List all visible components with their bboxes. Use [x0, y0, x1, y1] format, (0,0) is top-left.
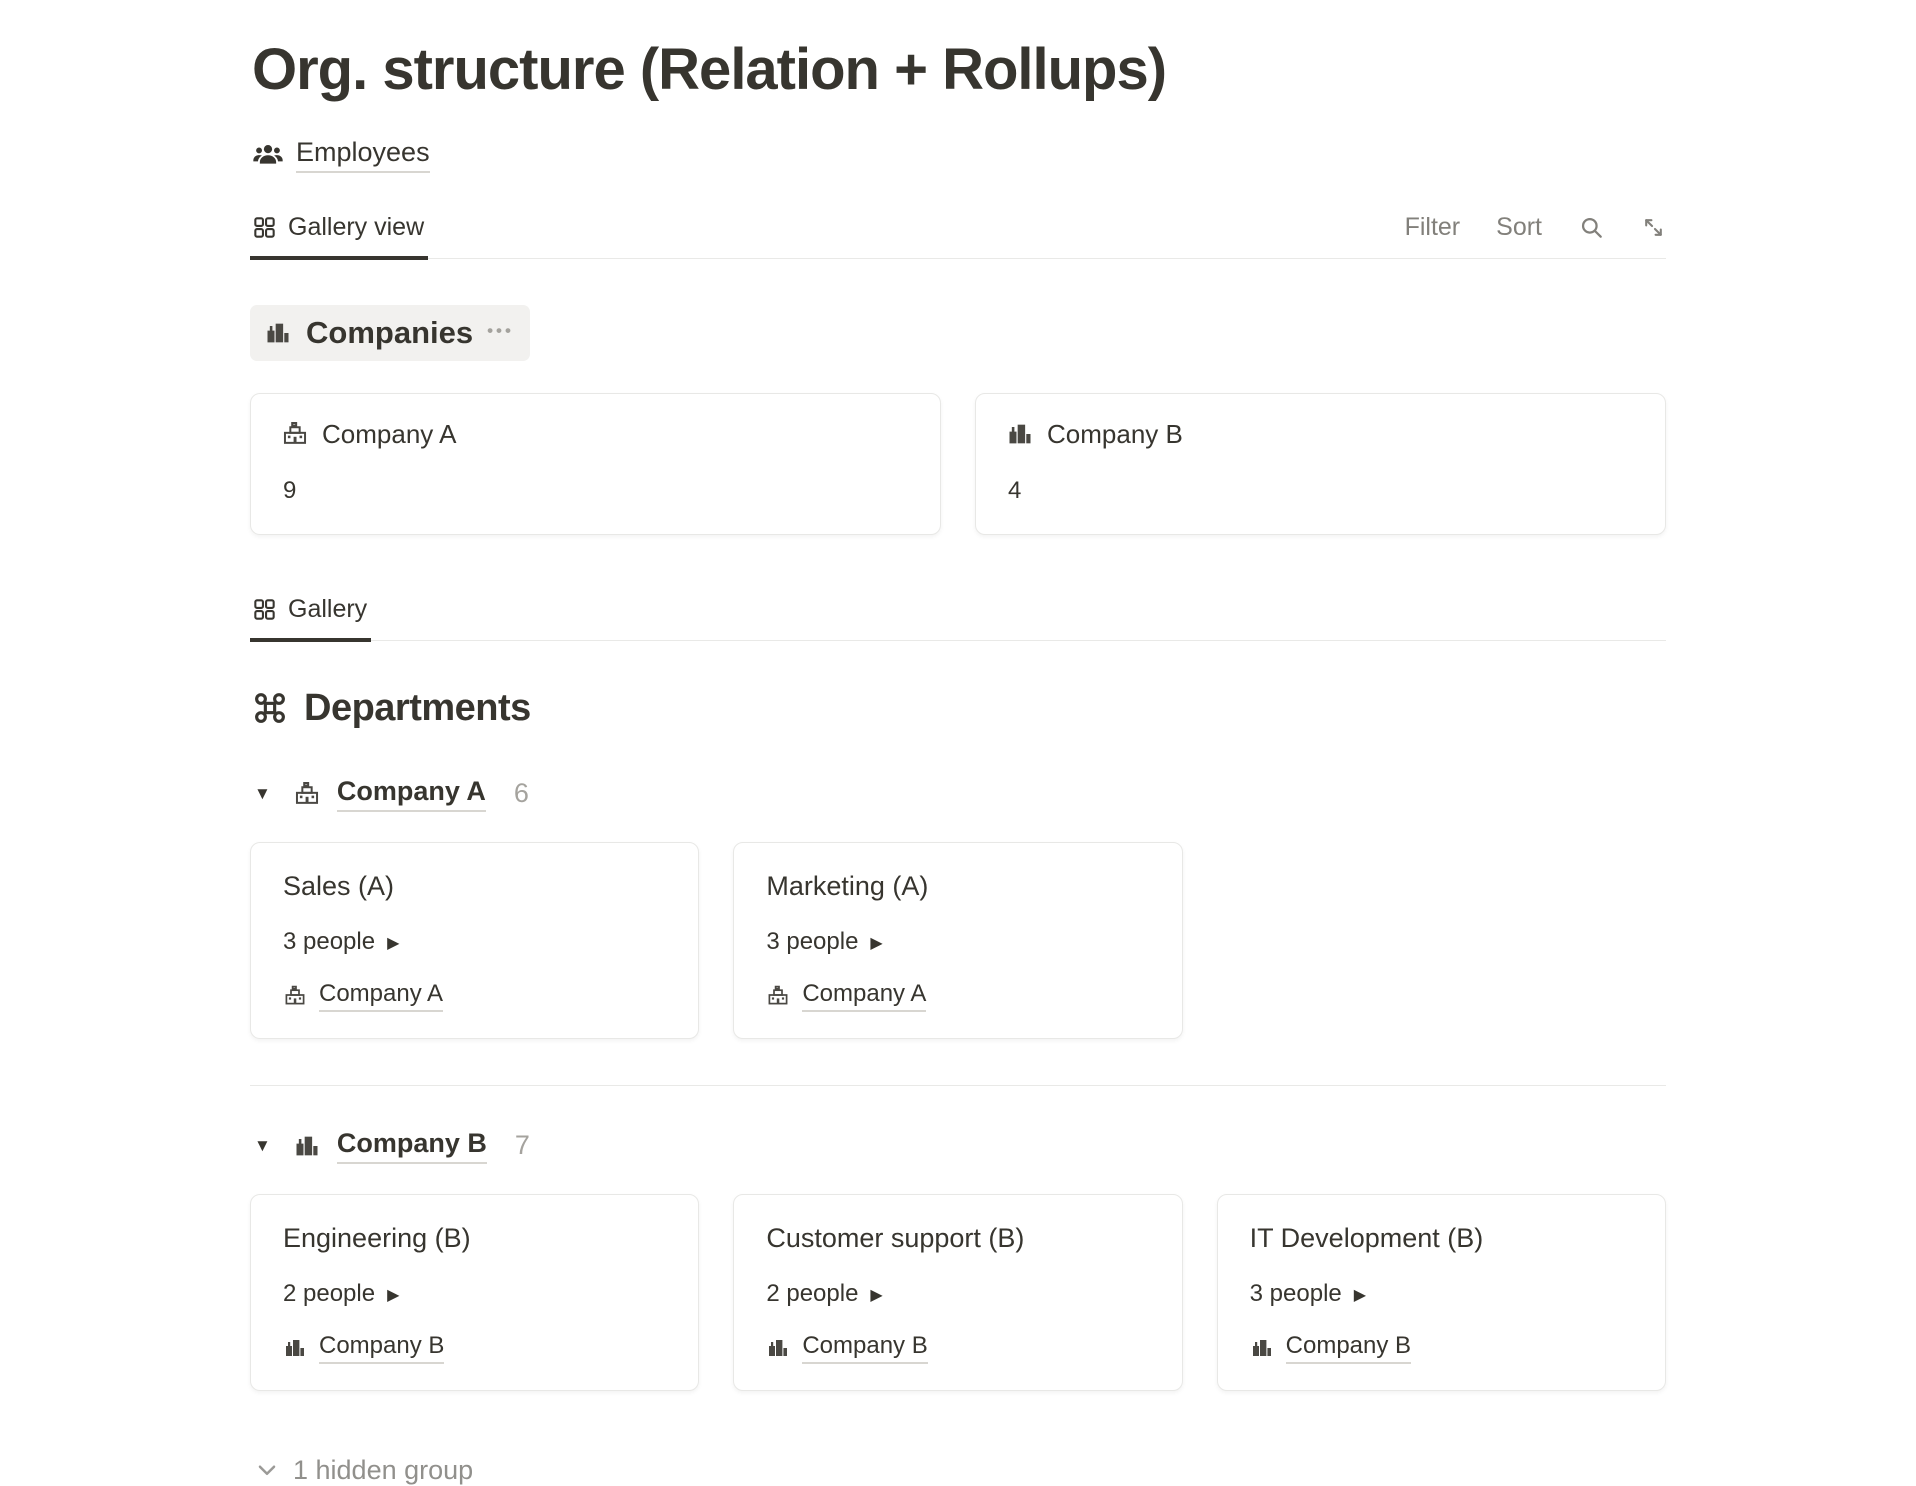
collapse-toggle-icon[interactable]: ▼ — [254, 783, 271, 803]
tab-gallery-view-label: Gallery view — [288, 212, 425, 241]
people-rollup: 3 people — [766, 927, 859, 955]
expand-right-icon[interactable]: ▶ — [387, 1286, 400, 1304]
company-relation-link[interactable]: Company A — [319, 980, 444, 1012]
department-groups: ▼ Company A 6 Sales (A) 3 people ▶ — [250, 776, 1666, 1391]
buildings-icon — [264, 319, 292, 347]
school-icon — [281, 420, 309, 448]
department-card[interactable]: Marketing (A) 3 people ▶ Company A — [733, 841, 1183, 1039]
collapse-toggle-icon[interactable]: ▼ — [254, 1135, 271, 1155]
hidden-group-label: 1 hidden group — [293, 1454, 474, 1485]
buildings-icon — [1250, 1336, 1274, 1360]
department-card-grid: Engineering (B) 2 people ▶ Company B Cus… — [250, 1193, 1666, 1391]
gallery-grid-icon — [252, 597, 277, 622]
gallery-grid-icon — [252, 215, 277, 240]
company-card[interactable]: Company B 4 — [975, 392, 1666, 535]
department-card[interactable]: IT Development (B) 3 people ▶ Company B — [1216, 1193, 1666, 1391]
departments-toolbar: Gallery — [250, 594, 1666, 642]
tab-gallery[interactable]: Gallery — [250, 594, 372, 642]
company-rollup-value: 9 — [283, 476, 297, 504]
company-relation-link[interactable]: Company B — [1285, 1332, 1412, 1364]
school-icon — [283, 984, 307, 1008]
department-card-title: Sales (A) — [283, 870, 395, 901]
page-title: Org. structure (Relation + Rollups) — [252, 37, 1167, 102]
buildings-icon — [293, 1132, 321, 1160]
group-company-link[interactable]: Company B — [336, 1128, 487, 1164]
chevron-down-icon — [254, 1457, 280, 1483]
page-content: Org. structure (Relation + Rollups) Empl… — [250, 0, 1666, 1486]
buildings-icon — [1006, 420, 1034, 448]
tab-gallery-view[interactable]: Gallery view — [250, 212, 429, 260]
expand-right-icon[interactable]: ▶ — [387, 934, 400, 952]
department-card[interactable]: Engineering (B) 2 people ▶ Company B — [250, 1193, 700, 1391]
search-icon[interactable] — [1578, 214, 1605, 241]
company-card-title: Company A — [322, 418, 457, 449]
tab-gallery-label: Gallery — [288, 594, 368, 623]
employees-link[interactable]: Employees — [252, 137, 430, 173]
group-count: 6 — [513, 778, 529, 808]
people-rollup: 3 people — [283, 927, 376, 955]
company-rollup-value: 4 — [1008, 476, 1022, 504]
company-card-title: Company B — [1047, 418, 1183, 449]
people-rollup: 2 people — [766, 1279, 859, 1307]
expand-right-icon[interactable]: ▶ — [870, 934, 883, 952]
companies-section-title: Companies — [306, 314, 474, 350]
section-menu-button[interactable]: ••• — [487, 320, 514, 340]
people-rollup: 2 people — [283, 1279, 376, 1307]
department-group: ▼ Company B 7 Engineering (B) 2 people ▶… — [250, 1084, 1666, 1391]
buildings-icon — [766, 1336, 790, 1360]
department-card-title: Marketing (A) — [766, 870, 929, 901]
company-card[interactable]: Company A 9 — [250, 392, 941, 535]
company-relation-link[interactable]: Company B — [802, 1332, 928, 1364]
company-relation-link[interactable]: Company A — [802, 980, 927, 1012]
sort-button[interactable]: Sort — [1496, 212, 1542, 241]
company-relation-link[interactable]: Company B — [319, 1332, 445, 1364]
expand-right-icon[interactable]: ▶ — [1353, 1286, 1367, 1304]
department-card-title: IT Development (B) — [1249, 1222, 1484, 1253]
department-card-grid: Sales (A) 3 people ▶ Company A Marketing… — [250, 841, 1666, 1039]
filter-button[interactable]: Filter — [1404, 212, 1461, 241]
expand-right-icon[interactable]: ▶ — [870, 1286, 883, 1304]
school-icon — [293, 780, 321, 808]
department-card-title: Customer support (B) — [766, 1222, 1025, 1253]
hidden-group-toggle[interactable]: 1 hidden group — [254, 1455, 473, 1486]
employees-link-label: Employees — [296, 137, 430, 173]
buildings-icon — [283, 1336, 307, 1360]
department-card[interactable]: Customer support (B) 2 people ▶ Company … — [733, 1193, 1183, 1391]
school-icon — [766, 984, 790, 1008]
people-rollup: 3 people — [1249, 1279, 1342, 1307]
people-group-icon — [252, 139, 284, 171]
department-card-title: Engineering (B) — [283, 1222, 471, 1253]
companies-section-header[interactable]: Companies ••• — [250, 304, 530, 361]
group-company-link[interactable]: Company A — [336, 776, 486, 812]
departments-section-title: Departments — [304, 686, 531, 729]
departments-section-header: Departments — [252, 687, 1666, 730]
view-toolbar: Gallery view Filter Sort — [250, 212, 1666, 260]
group-count: 7 — [514, 1130, 530, 1160]
companies-card-grid: Company A 9 Company B 4 — [250, 392, 1666, 535]
department-card[interactable]: Sales (A) 3 people ▶ Company A — [250, 841, 700, 1039]
command-icon — [252, 690, 288, 726]
expand-diagonal-icon[interactable] — [1641, 215, 1666, 240]
department-group: ▼ Company A 6 Sales (A) 3 people ▶ — [250, 776, 1666, 1039]
